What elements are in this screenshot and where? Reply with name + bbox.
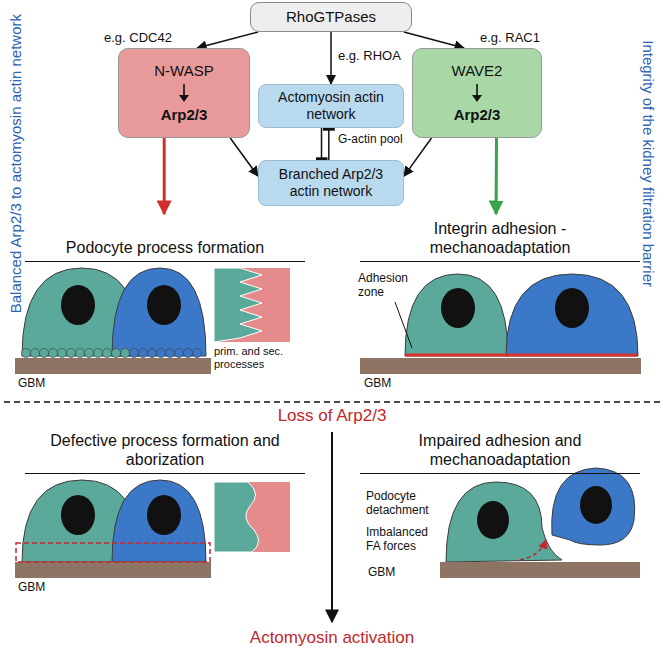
box-text: RhoGTPases bbox=[286, 8, 376, 26]
podocyte-cell bbox=[446, 482, 562, 562]
inner-arrow bbox=[178, 83, 190, 103]
detach-arrow bbox=[520, 540, 546, 560]
panel-heading: Defective process formation and aborizat… bbox=[25, 430, 305, 474]
foot-process bbox=[94, 349, 103, 358]
annotation: Loss of Arp2/3 bbox=[232, 406, 432, 426]
foot-process bbox=[157, 349, 166, 358]
box-text: Arp2/3 bbox=[454, 106, 501, 124]
heading-text: Impaired adhesion and mechanoadaptation bbox=[385, 431, 615, 469]
foot-process bbox=[130, 349, 139, 358]
annotation: GBM bbox=[368, 566, 408, 580]
side-title: Integrity of the kidney filtration barri… bbox=[639, 0, 656, 334]
annotation: Adhesion zone bbox=[358, 272, 410, 300]
foot-process bbox=[49, 349, 58, 358]
gbm-band bbox=[15, 358, 211, 374]
podocyte-cell bbox=[506, 274, 638, 356]
foot-process bbox=[184, 349, 193, 358]
nucleus bbox=[147, 495, 181, 535]
annotation: prim. and sec. processes bbox=[214, 345, 294, 370]
foot-processes bbox=[22, 349, 202, 358]
adhesion-zone bbox=[406, 354, 637, 357]
connector bbox=[404, 32, 464, 48]
box-text: Arp2/3 bbox=[161, 106, 208, 124]
edge-label: e.g. CDC42 bbox=[104, 30, 172, 45]
process-view bbox=[214, 482, 259, 552]
foot-process bbox=[112, 349, 121, 358]
foot-process bbox=[166, 349, 175, 358]
box-text: Branched Arp2/3 actin network bbox=[265, 166, 397, 200]
foot-process bbox=[139, 349, 148, 358]
gbm-band bbox=[15, 562, 211, 578]
heading-text: Integrin adhesion - mechanoadaptation bbox=[385, 219, 615, 257]
box-text: N-WASP bbox=[154, 62, 213, 80]
nucleus bbox=[555, 288, 589, 328]
process-box: N-WASP Arp2/3 bbox=[118, 48, 250, 138]
annotation: GBM bbox=[364, 377, 404, 391]
edge-label: e.g. RAC1 bbox=[480, 30, 540, 45]
nucleus bbox=[147, 285, 181, 325]
annotation: G-actin pool bbox=[338, 133, 418, 147]
foot-process bbox=[193, 349, 202, 358]
inner-arrow bbox=[471, 83, 483, 103]
process-view bbox=[214, 482, 290, 552]
process-box: RhoGTPases bbox=[250, 2, 412, 32]
panel-heading: Impaired adhesion and mechanoadaptation bbox=[360, 430, 640, 474]
foot-process bbox=[148, 349, 157, 358]
foot-process bbox=[103, 349, 112, 358]
podocyte-cell bbox=[405, 274, 508, 356]
process-view bbox=[214, 268, 290, 342]
foot-process bbox=[85, 349, 94, 358]
podocyte-cell bbox=[112, 480, 206, 562]
connector bbox=[330, 32, 332, 84]
annotation: Imbalanced FA forces bbox=[366, 526, 442, 554]
separator bbox=[4, 401, 660, 403]
annotation: GBM bbox=[18, 581, 58, 595]
nucleus bbox=[477, 501, 509, 539]
nucleus bbox=[61, 285, 95, 325]
nucleus bbox=[61, 495, 95, 535]
heading-text: Defective process formation and aborizat… bbox=[50, 431, 280, 469]
process-view bbox=[214, 268, 262, 342]
podocyte-cell bbox=[112, 268, 206, 356]
leader-line bbox=[395, 302, 412, 348]
process-box: WAVE2Arp2/3 bbox=[412, 48, 542, 138]
connector bbox=[197, 32, 258, 48]
gbm-band bbox=[440, 562, 640, 578]
connector bbox=[328, 128, 330, 160]
panel-heading: Podocyte process formation bbox=[25, 214, 305, 262]
connector bbox=[404, 138, 432, 176]
side-title: Balanced Arp2/3 to actomyosin actin netw… bbox=[7, 0, 24, 334]
effacement-box bbox=[16, 543, 210, 562]
foot-process bbox=[40, 349, 49, 358]
connector bbox=[495, 138, 498, 214]
foot-process bbox=[76, 349, 85, 358]
foot-process bbox=[121, 349, 130, 358]
nucleus bbox=[580, 486, 612, 524]
foot-process bbox=[175, 349, 184, 358]
foot-process bbox=[67, 349, 76, 358]
detached-cell bbox=[552, 468, 635, 545]
process-box: Actomyosin actin network bbox=[258, 84, 404, 128]
down-arrow bbox=[331, 432, 333, 622]
annotation: Podocyte detachment bbox=[366, 490, 442, 518]
foot-process bbox=[31, 349, 40, 358]
nucleus bbox=[441, 288, 475, 328]
edge-label: e.g. RHOA bbox=[338, 48, 401, 63]
foot-process bbox=[58, 349, 67, 358]
box-text: WAVE2 bbox=[452, 62, 503, 80]
annotation: Actomyosin activation bbox=[192, 628, 472, 648]
annotation: GBM bbox=[18, 377, 58, 391]
panel-heading: Integrin adhesion - mechanoadaptation bbox=[360, 214, 640, 262]
connector bbox=[163, 138, 166, 214]
connector bbox=[230, 138, 258, 176]
process-box: Branched Arp2/3 actin network bbox=[258, 160, 404, 206]
heading-text: Podocyte process formation bbox=[66, 238, 264, 257]
connector bbox=[321, 128, 323, 160]
foot-process bbox=[22, 349, 31, 358]
box-text: Actomyosin actin network bbox=[265, 89, 397, 123]
gbm-band bbox=[360, 358, 641, 374]
